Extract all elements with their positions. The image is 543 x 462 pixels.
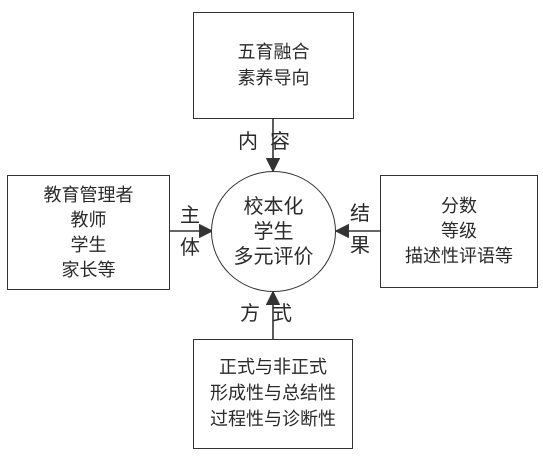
subject-line-3: 学生 xyxy=(70,234,107,256)
subject-connector-label: 主体 xyxy=(180,203,200,259)
subject-line-1: 教育管理者 xyxy=(43,184,134,206)
method-line-3: 过程性与诊断性 xyxy=(210,409,336,430)
result-box: 分数 等级 描述性评语等 xyxy=(380,175,538,288)
result-connector-label: 结果 xyxy=(350,201,370,257)
result-line-2: 等级 xyxy=(441,221,477,242)
result-line-3: 描述性评语等 xyxy=(405,246,513,267)
method-line-1: 正式与非正式 xyxy=(219,357,327,378)
content-line-1: 五育融合 xyxy=(237,41,310,63)
center-line-2: 学生 xyxy=(253,219,294,243)
method-box: 正式与非正式 形成性与总结性 过程性与诊断性 xyxy=(193,339,353,449)
subject-box: 教育管理者 教师 学生 家长等 xyxy=(7,175,170,290)
content-line-2: 素养导向 xyxy=(237,67,310,89)
content-connector-label: 内容 xyxy=(238,129,302,153)
center-circle: 校本化 学生 多元评价 xyxy=(211,171,336,292)
method-line-2: 形成性与总结性 xyxy=(210,383,336,404)
subject-line-4: 家长等 xyxy=(61,259,116,281)
center-line-1: 校本化 xyxy=(243,194,304,218)
result-line-1: 分数 xyxy=(441,196,477,217)
center-line-3: 多元评价 xyxy=(233,244,314,268)
content-box: 五育融合 素养导向 xyxy=(193,12,354,119)
subject-line-2: 教师 xyxy=(70,209,107,231)
method-connector-label: 方式 xyxy=(240,301,304,325)
